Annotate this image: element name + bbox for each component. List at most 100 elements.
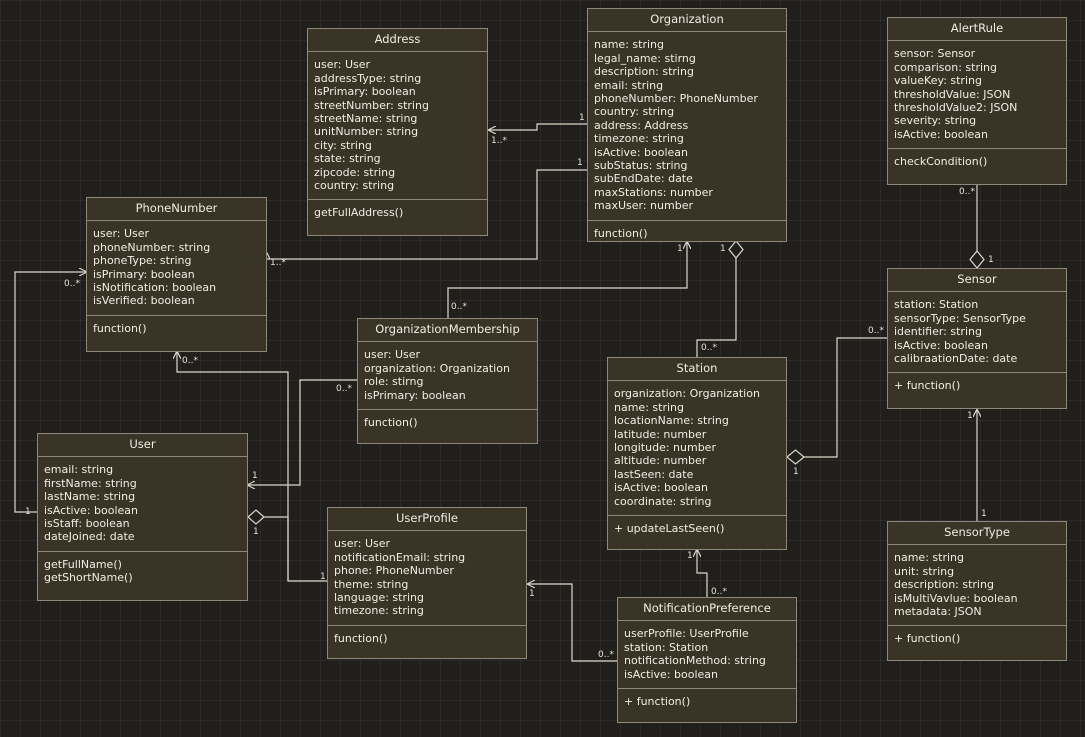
multiplicity-label: 0..* <box>182 356 198 366</box>
multiplicity-label: 0..* <box>598 650 614 660</box>
class-sensor[interactable]: Sensor station: Station sensorType: Sens… <box>887 268 1067 409</box>
attribute: isActive: boolean <box>624 667 718 681</box>
attribute: theme: string <box>334 577 409 591</box>
multiplicity-label: 1 <box>253 527 259 537</box>
attribute: user: User <box>334 537 391 551</box>
class-name: SensorType <box>888 522 1066 546</box>
class-organization[interactable]: Organization name: string legal_name: st… <box>587 8 787 242</box>
attribute: organization: Organization <box>614 387 760 401</box>
attribute: isMultiVavlue: boolean <box>894 591 1018 605</box>
class-organizationmembership[interactable]: OrganizationMembership user: User organi… <box>357 318 538 444</box>
class-address[interactable]: Address user: User addressType: string i… <box>307 28 488 236</box>
method-list: checkCondition() <box>888 149 1066 175</box>
attribute: state: string <box>314 152 381 166</box>
class-name: Organization <box>588 9 786 33</box>
attribute: addressType: string <box>314 71 422 85</box>
multiplicity-label: 0..* <box>64 279 80 289</box>
attribute: thresholdValue2: JSON <box>894 101 1018 115</box>
attribute: streetNumber: string <box>314 98 429 112</box>
attribute: city: string <box>314 138 372 152</box>
attribute: legal_name: stirng <box>594 51 696 65</box>
multiplicity-label: 1 <box>793 467 799 477</box>
attribute: unit: string <box>894 564 955 578</box>
class-user[interactable]: User email: string firstName: string las… <box>37 433 248 601</box>
method-list: + function() <box>888 373 1066 399</box>
station-sensor-line <box>804 337 887 458</box>
attribute: phone: PhoneNumber <box>334 564 454 578</box>
attribute: address: Address <box>594 118 689 132</box>
attribute: isVerified: boolean <box>93 294 195 308</box>
attribute: phoneType: string <box>93 254 192 268</box>
attribute: name: string <box>894 551 964 565</box>
attribute: email: string <box>44 463 114 477</box>
method-list: getFullName() getShortName() <box>38 552 247 592</box>
attribute: sensor: Sensor <box>894 47 976 61</box>
attribute: isPrimary: boolean <box>93 267 195 281</box>
method-list: function() <box>358 410 537 436</box>
attribute: station: Station <box>624 640 709 654</box>
method-list: getFullAddress() <box>308 200 487 226</box>
attribute: timezone: string <box>334 604 424 618</box>
method-list: function() <box>87 316 266 342</box>
attribute: role: stirng <box>364 375 424 389</box>
attribute: firstName: string <box>44 476 137 490</box>
user-profile-line <box>264 516 289 581</box>
attribute: dateJoined: date <box>44 530 135 544</box>
multiplicity-label: 0..* <box>868 326 884 336</box>
class-alertrule[interactable]: AlertRule sensor: Sensor comparison: str… <box>887 17 1067 185</box>
attribute: user: User <box>93 227 150 241</box>
attribute-list: organization: Organization name: string … <box>608 381 786 517</box>
method: getFullAddress() <box>314 206 404 220</box>
method: + function() <box>894 379 961 393</box>
method: function() <box>594 226 648 240</box>
multiplicity-label: 1 <box>25 507 31 517</box>
attribute: comparison: string <box>894 60 998 74</box>
attribute: timezone: string <box>594 132 684 146</box>
class-name: AlertRule <box>888 18 1066 42</box>
attribute: calibraationDate: date <box>894 352 1018 366</box>
class-name: UserProfile <box>328 508 526 532</box>
attribute-list: name: string legal_name: stirng descript… <box>588 32 786 221</box>
membership-org-line <box>447 242 687 318</box>
pref-station-line <box>697 550 708 597</box>
attribute: user: User <box>314 58 371 72</box>
attribute: name: string <box>594 38 664 52</box>
multiplicity-label: 1..* <box>491 136 507 146</box>
attribute: isActive: boolean <box>44 503 138 517</box>
attribute: isNotification: boolean <box>93 281 217 295</box>
class-name: NotificationPreference <box>618 598 796 622</box>
attribute: altitude: number <box>614 454 707 468</box>
attribute: isActive: boolean <box>594 145 688 159</box>
user-phone-line <box>14 272 86 513</box>
org-station-diamond <box>728 240 744 259</box>
multiplicity-label: 1 <box>967 411 973 421</box>
attribute: streetName: string <box>314 112 418 126</box>
class-name: User <box>38 434 247 458</box>
attribute: notificationEmail: string <box>334 550 466 564</box>
attribute: isStaff: boolean <box>44 517 130 531</box>
attribute: user: User <box>364 348 421 362</box>
class-station[interactable]: Station organization: Organization name:… <box>607 357 787 550</box>
class-sensortype[interactable]: SensorType name: string unit: string des… <box>887 521 1067 661</box>
class-phonenumber[interactable]: PhoneNumber user: User phoneNumber: stri… <box>86 197 267 352</box>
method-list: function() <box>588 221 786 247</box>
pref-profile-line <box>528 584 617 662</box>
attribute: phoneNumber: string <box>93 240 211 254</box>
profile-phone-line <box>177 352 327 582</box>
method: checkCondition() <box>894 155 988 169</box>
class-userprofile[interactable]: UserProfile user: User notificationEmail… <box>327 507 527 659</box>
attribute: name: string <box>614 400 684 414</box>
attribute: country: string <box>314 179 395 193</box>
attribute: organization: Organization <box>364 361 510 375</box>
attribute-list: user: User addressType: string isPrimary… <box>308 52 487 201</box>
attribute: subStatus: string <box>594 159 688 173</box>
attribute: description: string <box>594 65 694 79</box>
class-notificationpreference[interactable]: NotificationPreference userProfile: User… <box>617 597 797 723</box>
attribute: notificationMethod: string <box>624 654 766 668</box>
class-name: OrganizationMembership <box>358 319 537 343</box>
attribute-list: name: string unit: string description: s… <box>888 545 1066 627</box>
class-name: Sensor <box>888 269 1066 293</box>
org-address-line <box>489 123 587 130</box>
multiplicity-label: 1 <box>687 551 693 561</box>
attribute: isPrimary: boolean <box>314 85 416 99</box>
